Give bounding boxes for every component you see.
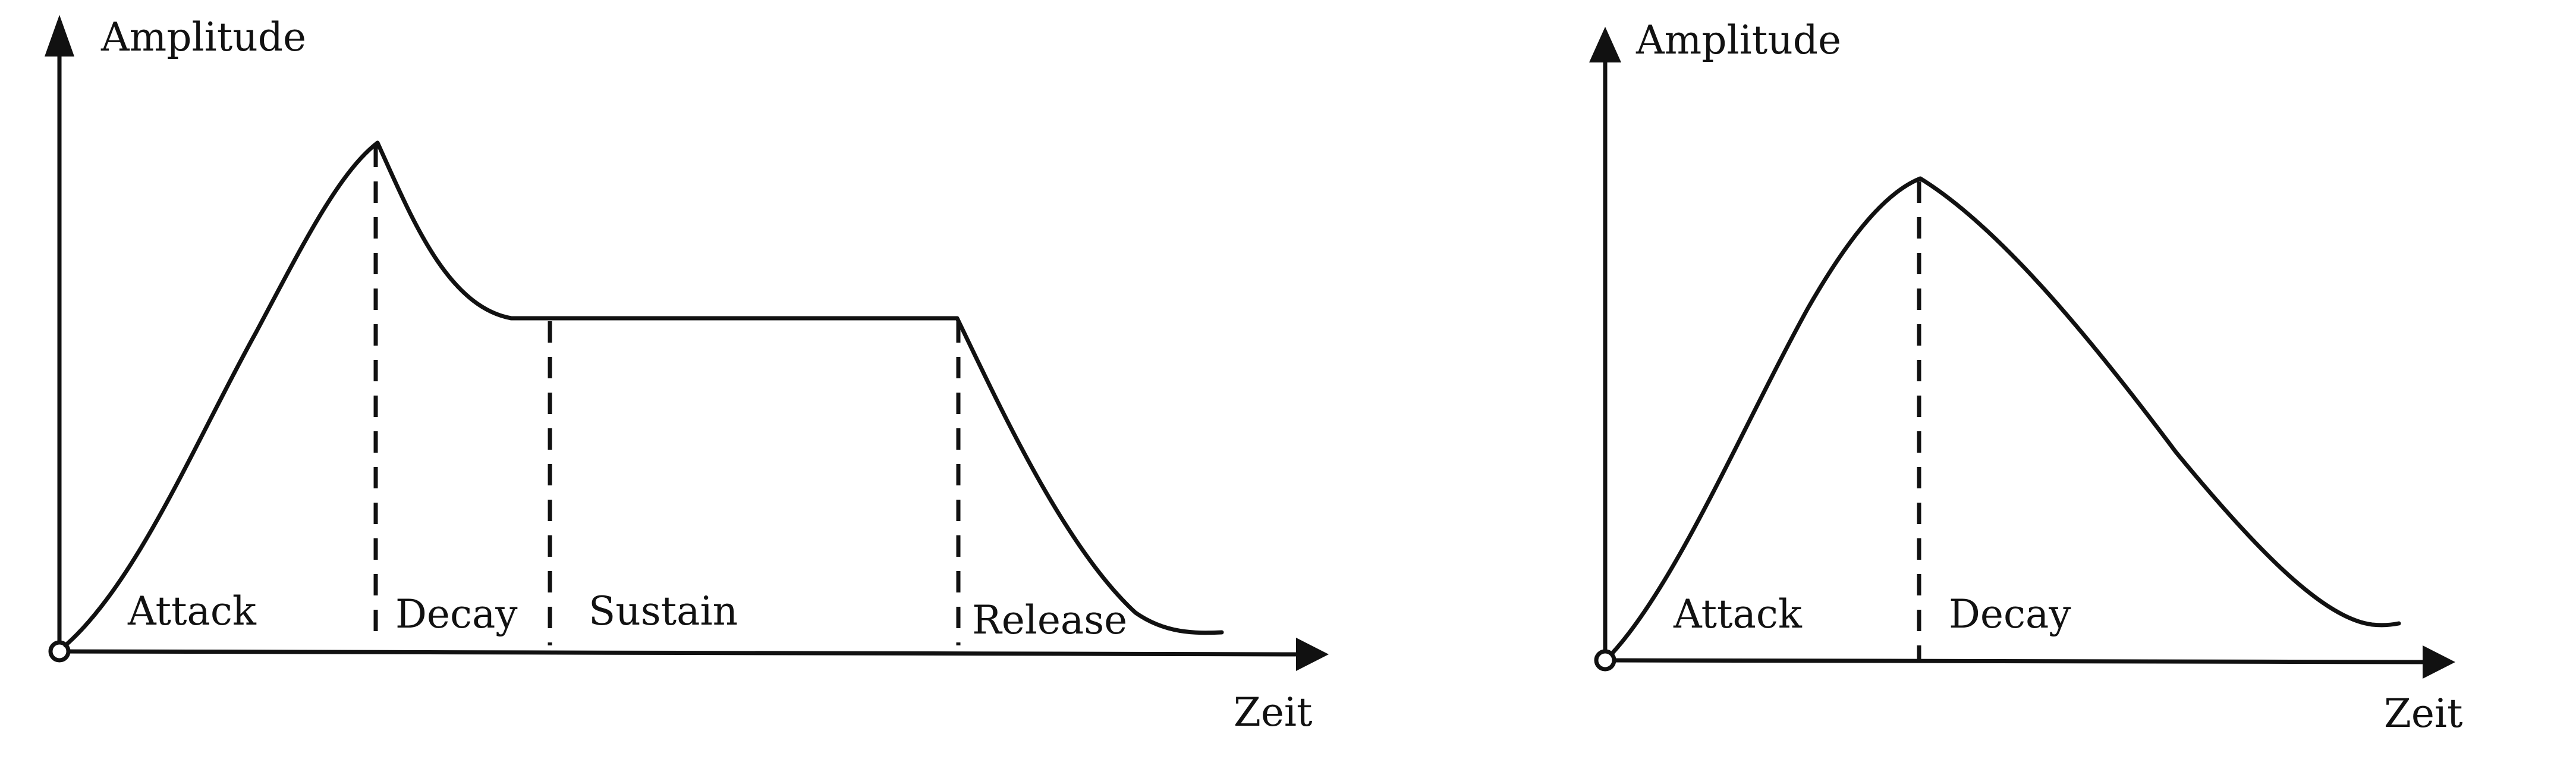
adsr-envelope-diagram: Amplitude Zeit Attack Decay Sustain Rele… xyxy=(45,14,1329,735)
ad-envelope-curve xyxy=(1610,176,2401,656)
ad-decay-label: Decay xyxy=(1949,591,2071,637)
adsr-y-axis-label: Amplitude xyxy=(100,14,306,60)
adsr-x-axis-label: Zeit xyxy=(1234,689,1313,735)
ad-y-axis-arrowhead xyxy=(1589,27,1621,62)
adsr-x-axis xyxy=(59,649,1297,657)
adsr-attack-label: Attack xyxy=(127,588,257,634)
adsr-y-axis-arrowhead xyxy=(45,15,74,57)
ad-y-axis-label: Amplitude xyxy=(1635,17,1841,63)
ad-x-axis-label: Zeit xyxy=(2384,691,2463,736)
adsr-envelope-curve xyxy=(63,140,1224,648)
adsr-sustain-label: Sustain xyxy=(589,588,738,634)
adsr-decay-label: Decay xyxy=(395,591,518,637)
adsr-origin-marker xyxy=(48,640,71,663)
ad-x-axis xyxy=(1605,658,2423,664)
ad-envelope-diagram: Amplitude Zeit Attack Decay xyxy=(1589,17,2463,736)
ad-origin-marker xyxy=(1594,649,1616,672)
ad-attack-label: Attack xyxy=(1673,591,1803,637)
adsr-x-axis-arrowhead xyxy=(1296,638,1329,671)
ad-x-axis-arrowhead xyxy=(2423,645,2455,679)
adsr-release-label: Release xyxy=(972,597,1127,643)
